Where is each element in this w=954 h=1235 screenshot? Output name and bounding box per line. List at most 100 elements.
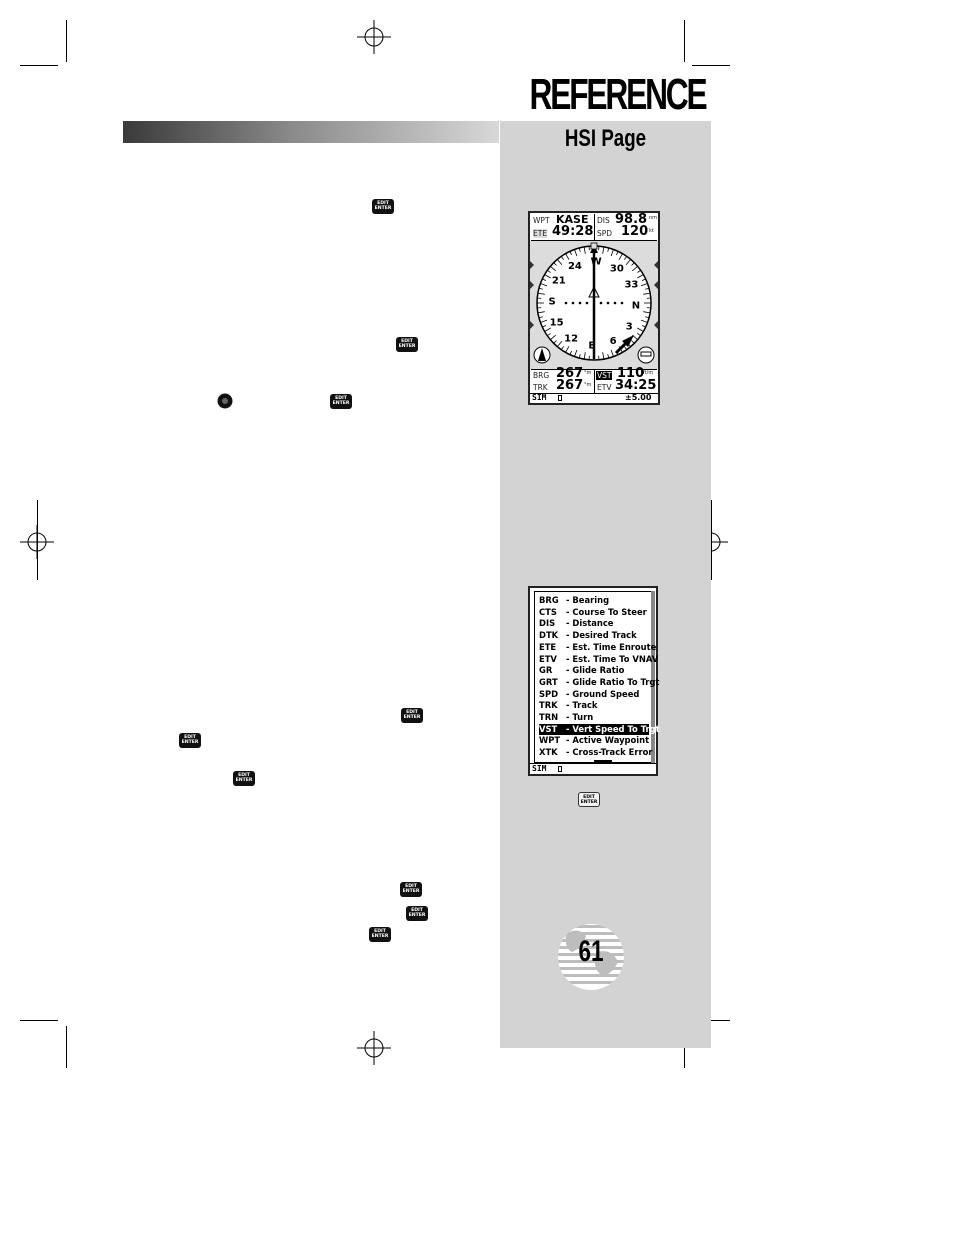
compass-tick (607, 247, 610, 252)
wpt-label: WPT (533, 216, 550, 225)
compass-tick (544, 327, 551, 332)
compass-label: W (591, 257, 602, 268)
menu-item-description: - Track (566, 700, 598, 711)
compass-tick (550, 266, 556, 272)
menu-item[interactable]: ETV- Est. Time To VNAV (539, 654, 658, 666)
dis-value: 98.8 (615, 212, 648, 227)
menu-item-description: - Turn (566, 712, 594, 722)
compass-tick (538, 287, 543, 290)
compass-tick (553, 262, 557, 266)
compass-tick (625, 259, 631, 265)
cdi-dot (578, 301, 582, 305)
battery-icon (558, 395, 562, 401)
key-label: ENTER (374, 206, 392, 211)
menu-item-description: - Glide Ratio (566, 665, 625, 676)
compass-label: 24 (568, 261, 582, 272)
key-label: EDIT (377, 201, 389, 206)
menu-item[interactable]: GRT - Glide Ratio To Trgt (539, 676, 659, 689)
compass-tick (550, 334, 556, 340)
page-number: 61 (578, 935, 604, 968)
compass-tick (637, 269, 641, 273)
compass-tick (578, 354, 581, 359)
compass-tick (538, 316, 543, 319)
cdi-dot (599, 301, 603, 305)
spd-value: 120 (621, 224, 649, 239)
hsi-status-bar (530, 393, 658, 404)
compass-tick (583, 352, 586, 360)
compass-tick (607, 354, 610, 359)
registration-mark (357, 1031, 391, 1065)
key-label: EDIT (411, 908, 423, 913)
trk-label: TRK (533, 383, 548, 392)
compass-label: S (548, 296, 555, 307)
compass-tick (540, 283, 548, 287)
compass-tick (641, 325, 646, 328)
compass-tick (565, 346, 570, 353)
compass-tick (547, 269, 551, 273)
spd-label: SPD (597, 229, 613, 238)
menu-item[interactable]: GR- Glide Ratio (539, 665, 649, 677)
vst-unit: ft/m (643, 370, 654, 376)
menu-item[interactable]: XTK - Cross-Track Error (539, 747, 653, 759)
menu-item[interactable]: SPD- Ground Speed (539, 689, 649, 701)
menu-item-code: VST (539, 723, 558, 734)
compass-tick (631, 262, 635, 266)
menu-item-description: - Ground Speed (566, 688, 640, 699)
menu-item[interactable]: VST- Vert Speed To Trgt (539, 723, 660, 736)
key-label: ENTER (403, 715, 421, 720)
menu-item[interactable]: WPT- Active Waypoint (539, 735, 649, 747)
menu-item-code: BRG (539, 595, 559, 605)
cdi-dot (606, 301, 610, 305)
compass-tick (544, 274, 551, 279)
compass-tick (631, 340, 635, 344)
menu-item[interactable]: BRG - Bearing (539, 595, 649, 607)
etv-value: 34:25 (615, 378, 657, 393)
crop-mark (37, 500, 38, 580)
compass-tick (616, 251, 619, 256)
menu-item-description: - Glide Ratio To Trgt (566, 676, 660, 687)
menu-item[interactable]: TRK- Track (539, 700, 649, 712)
menu-item[interactable]: DIS- Distance (539, 618, 649, 630)
menu-item[interactable]: TRN- Turn (539, 712, 649, 724)
menu-item-description: - Cross-Track Error (566, 747, 653, 758)
compass-tick (602, 246, 605, 254)
compass-tick (537, 311, 545, 314)
menu-item[interactable]: ETE- Est. Time Enroute (539, 642, 656, 654)
hsi-status-text: SIM (532, 393, 547, 402)
crop-mark (684, 20, 685, 62)
crop-mark (20, 65, 58, 66)
menu-item-code: CTS (539, 606, 557, 617)
crop-mark (711, 500, 712, 580)
compass-tick (640, 283, 648, 287)
registration-mark (357, 20, 391, 54)
menu-scrollbar[interactable] (651, 591, 655, 763)
menu-scroll-thumb[interactable] (594, 760, 612, 763)
menu-item-description: - Course To Steer (566, 606, 647, 617)
menu-item-code: WPT (539, 735, 561, 746)
crop-mark (692, 1020, 730, 1021)
menu-item[interactable]: DTK- Desired Track (539, 630, 649, 642)
menu-item-description: - Bearing (566, 595, 610, 605)
page-title: HSI Page (564, 125, 647, 152)
compass-tick (643, 292, 651, 295)
compass-tick (569, 251, 572, 256)
header-gradient-bar (123, 121, 499, 143)
menu-item-code: XTK (539, 747, 558, 758)
compass-tick (557, 341, 563, 347)
cdi-dot (613, 301, 617, 305)
dis-unit: nm (649, 215, 658, 221)
compass-tick (540, 319, 548, 323)
menu-item-code: GRT (539, 676, 558, 687)
compass-tick (637, 327, 644, 332)
brg-unit: °m (584, 370, 592, 376)
trk-value: 267 (556, 378, 584, 393)
compass-label: 30 (610, 263, 624, 274)
compass-tick (602, 352, 605, 360)
menu-item[interactable]: CTS - Course To Steer (539, 607, 649, 619)
